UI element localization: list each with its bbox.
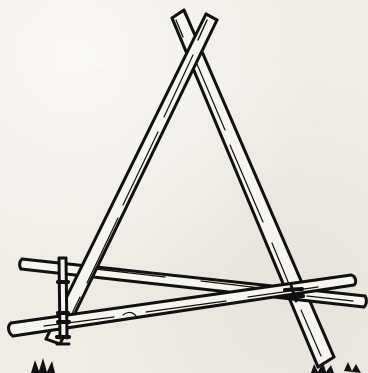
left-stake xyxy=(57,258,69,344)
left-pole xyxy=(46,14,217,344)
ground-tufts xyxy=(31,358,361,373)
